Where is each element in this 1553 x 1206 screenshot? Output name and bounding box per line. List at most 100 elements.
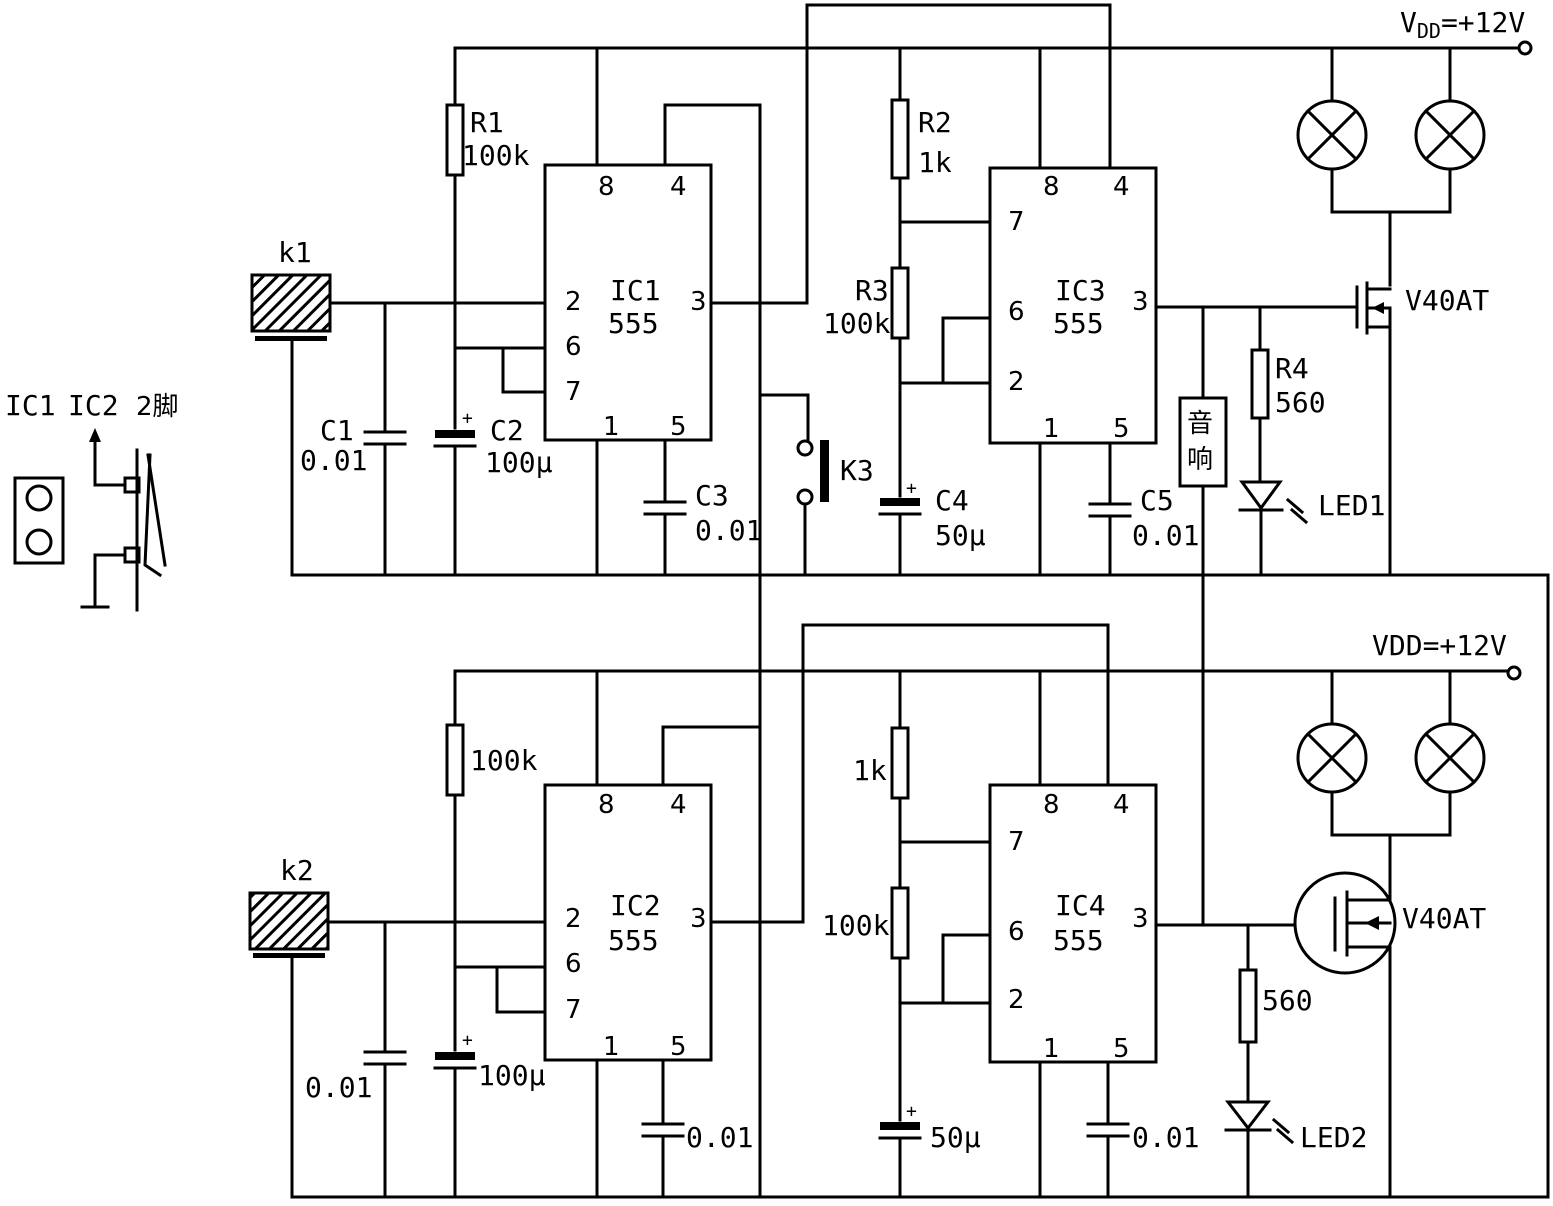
led1-label: LED1 <box>1318 489 1385 522</box>
r1-name: R1 <box>470 106 504 139</box>
ic1-pin4: 4 <box>670 172 687 202</box>
svg-text:+: + <box>462 408 473 429</box>
svg-text:+: + <box>462 1030 473 1051</box>
ic4-type: 555 <box>1053 924 1104 957</box>
c4-capacitor <box>880 498 920 506</box>
ic4-pin5: 5 <box>1113 1034 1130 1064</box>
svg-text:+: + <box>906 478 917 499</box>
k3-contact-top <box>796 439 814 457</box>
ic2-pin7: 7 <box>565 995 582 1025</box>
r-b4-value: 560 <box>1262 984 1313 1017</box>
c3-value: 0.01 <box>695 514 762 547</box>
ic4-pin4: 4 <box>1113 790 1130 820</box>
ic1-pin5: 5 <box>670 412 687 442</box>
c2-value: 100μ <box>485 446 553 479</box>
k3-switch-bar <box>820 440 829 502</box>
k1-label: k1 <box>278 236 312 269</box>
speaker-label-2: 响 <box>1187 445 1213 475</box>
ic1-pin1: 1 <box>603 412 620 442</box>
ic3-pin2: 2 <box>1008 367 1025 397</box>
ic3-pin4: 4 <box>1113 172 1130 202</box>
lamp-bottom-left <box>1296 722 1368 794</box>
bottom-supply-terminal <box>1506 665 1522 681</box>
c-b3-value: 0.01 <box>686 1121 753 1154</box>
c-b2-value: 100μ <box>478 1059 546 1092</box>
r2-resistor <box>890 98 910 180</box>
ic4-pin7: 7 <box>1008 827 1025 857</box>
c-b4-value: 50μ <box>930 1121 981 1154</box>
c4-name: C4 <box>935 484 969 517</box>
ic2-type: 555 <box>608 924 659 957</box>
ic3-pin1: 1 <box>1043 414 1060 444</box>
ic2-chip: IC2 555 8 4 2 6 7 3 1 5 <box>543 783 713 1062</box>
led1 <box>1239 480 1283 511</box>
ic2-pin8: 8 <box>598 790 615 820</box>
top-supply-label: VDD=+12V <box>1400 6 1525 43</box>
ic3-name: IC3 <box>1055 274 1106 307</box>
bottom-supply-label: VDD=+12V <box>1372 629 1507 662</box>
ic3-pin7: 7 <box>1008 207 1025 237</box>
ic2-name: IC2 <box>610 889 661 922</box>
r-b2-value: 1k <box>853 754 887 787</box>
ic1-pin3: 3 <box>690 287 707 317</box>
r3-value: 100k <box>823 307 891 340</box>
r-b4-resistor <box>1238 968 1258 1044</box>
ic1-type: 555 <box>608 307 659 340</box>
c3-name: C3 <box>695 479 729 512</box>
ic2-pin5: 5 <box>670 1032 687 1062</box>
r4-resistor <box>1250 348 1270 420</box>
ic1-chip: IC1 555 8 4 2 6 7 3 1 5 <box>543 163 713 442</box>
ic4-pin1: 1 <box>1043 1034 1060 1064</box>
bottom-supply-rail: VDD=+12V <box>453 629 1522 681</box>
speaker-label-1: 音 <box>1187 409 1213 439</box>
touch-key-legend: IC1 IC2 2脚 <box>5 389 179 612</box>
r4-name: R4 <box>1275 352 1309 385</box>
mosfet1-label: V40AT <box>1405 284 1489 317</box>
mosfet2 <box>1293 871 1397 975</box>
c-b2-capacitor <box>435 1052 475 1060</box>
ic4-name: IC4 <box>1055 889 1106 922</box>
lamp-top-right <box>1414 99 1486 171</box>
c4-value: 50μ <box>935 519 986 552</box>
ic3-pin6: 6 <box>1008 297 1025 327</box>
legend-ic1: IC1 <box>5 389 56 422</box>
svg-text:+: + <box>906 1101 917 1122</box>
r-b3-resistor <box>890 886 910 960</box>
mosfet2-label: V40AT <box>1402 902 1486 935</box>
ic3-pin3: 3 <box>1132 287 1149 317</box>
r-b1-value: 100k <box>470 744 538 777</box>
c2-name: C2 <box>490 414 524 447</box>
ic1-pin6: 6 <box>565 332 582 362</box>
c-b1-value: 0.01 <box>305 1071 372 1104</box>
c-b5-value: 0.01 <box>1132 1121 1199 1154</box>
ic2-pin6: 6 <box>565 949 582 979</box>
ic2-pin1: 1 <box>603 1032 620 1062</box>
mosfet1 <box>1355 281 1392 335</box>
r1-resistor <box>445 103 465 177</box>
k3-label: K3 <box>840 454 874 487</box>
ic3-pin5: 5 <box>1113 414 1130 444</box>
ic2-pin3: 3 <box>690 904 707 934</box>
r2-name: R2 <box>918 106 952 139</box>
r3-name: R3 <box>855 274 889 307</box>
r1-value: 100k <box>462 139 530 172</box>
led2-label: LED2 <box>1300 1121 1367 1154</box>
speaker <box>1178 396 1228 488</box>
led2 <box>1224 1100 1272 1131</box>
r-b3-value: 100k <box>822 909 890 942</box>
r4-value: 560 <box>1275 386 1326 419</box>
legend-ic2: IC2 <box>68 389 119 422</box>
ic4-pin8: 8 <box>1043 790 1060 820</box>
lamp-top-left <box>1296 99 1368 171</box>
r-b1-resistor <box>445 723 465 797</box>
ic1-name: IC1 <box>610 274 661 307</box>
r-b2-resistor <box>890 726 910 800</box>
c2-capacitor <box>435 430 475 438</box>
ic3-chip: IC3 555 8 4 7 6 2 3 1 5 <box>988 166 1158 445</box>
ic2-pin2: 2 <box>565 904 582 934</box>
legend-arrow-icon <box>89 428 101 442</box>
ic4-pin2: 2 <box>1008 985 1025 1015</box>
k3-contact-bottom <box>796 488 814 506</box>
k1-touch-plate: k1 <box>250 236 332 341</box>
